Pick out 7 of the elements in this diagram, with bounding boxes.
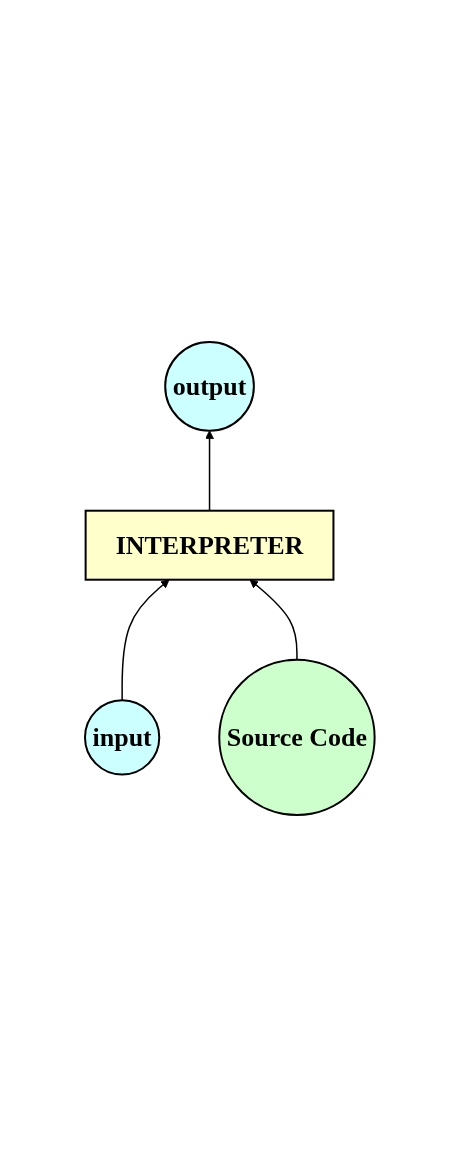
- node-circle: Source Code: [217, 659, 376, 817]
- arrow: [249, 579, 298, 661]
- node-box: INTERPRETER: [84, 510, 335, 582]
- arrow: [121, 579, 170, 702]
- node-circle: input: [83, 699, 160, 776]
- arrow: [204, 430, 214, 512]
- node-circle: output: [163, 341, 255, 433]
